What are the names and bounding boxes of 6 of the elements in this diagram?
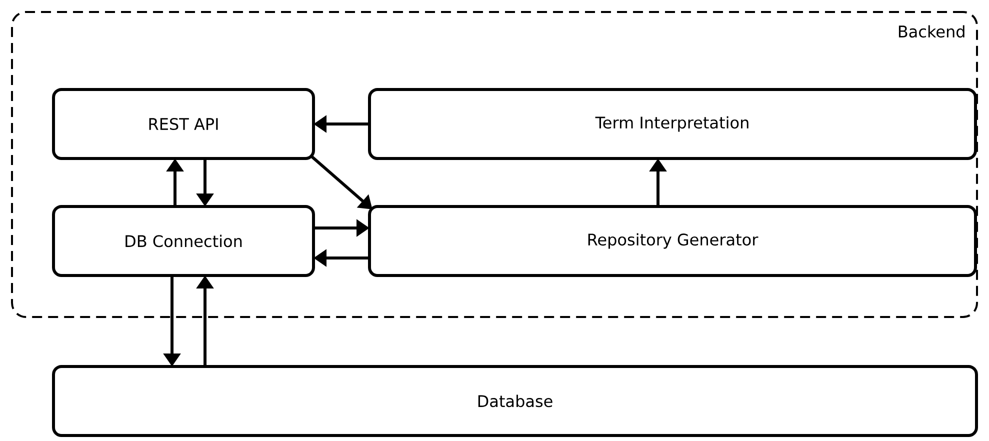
process-box: Database (52, 365, 978, 437)
process-box: Repository Generator (368, 205, 977, 277)
process-box: REST API (52, 88, 315, 160)
process-box: DB Connection (52, 205, 315, 277)
process-box: Term Interpretation (368, 88, 977, 160)
group-label: Backend (898, 25, 964, 38)
